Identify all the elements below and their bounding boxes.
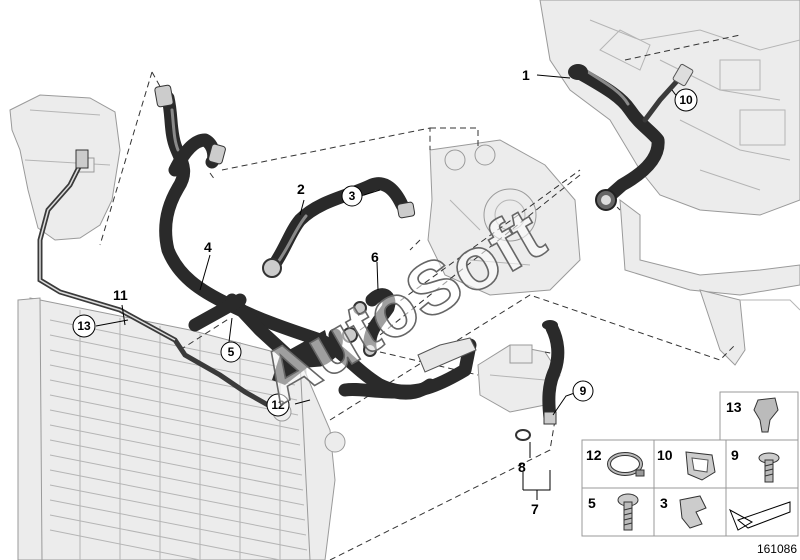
callout-5: 5 [228, 345, 235, 359]
callout-4: 4 [204, 239, 212, 255]
callout-11: 11 [113, 287, 128, 303]
clip-3-icon [679, 495, 707, 529]
connector-10 [642, 63, 694, 123]
clip-13-icon [753, 397, 779, 433]
hose-clamp-12-icon [607, 452, 645, 477]
hose-2 [262, 177, 416, 278]
callout-13: 13 [77, 319, 91, 333]
legend-label-13: 13 [726, 399, 742, 415]
pipe-11 [37, 149, 271, 408]
callout-3-circle: 3 [341, 185, 363, 207]
callout-9: 9 [580, 384, 587, 398]
callout-10-circle: 10 [674, 88, 698, 112]
callout-12: 12 [271, 398, 285, 412]
callout-1: 1 [522, 67, 530, 83]
engine-block [539, 0, 800, 366]
legend-label-3: 3 [660, 495, 668, 511]
arrow-icon [729, 501, 791, 531]
hose-1 [568, 64, 665, 211]
legend-label-12: 12 [586, 447, 602, 463]
hose-6 [353, 288, 396, 357]
expansion-tank [9, 94, 121, 241]
thermostat-housing [427, 139, 581, 296]
legend-label-10: 10 [657, 447, 673, 463]
callout-2: 2 [297, 181, 305, 197]
diagram-number: 161086 [757, 542, 797, 556]
legend-label-5: 5 [588, 495, 596, 511]
bolt-5-icon [617, 493, 639, 531]
screw-9-icon [758, 452, 780, 483]
callout-8: 8 [518, 459, 526, 475]
callout-12-circle: 12 [266, 393, 290, 417]
callout-5-circle: 5 [220, 341, 242, 363]
callout-13-circle: 13 [72, 314, 96, 338]
hoses [37, 63, 694, 441]
thermostat-pipe [417, 337, 477, 373]
callout-10: 10 [679, 93, 693, 107]
callout-9-circle: 9 [572, 380, 594, 402]
clamp-10-icon [685, 451, 716, 481]
legend-label-9: 9 [731, 447, 739, 463]
hose-4 [154, 84, 477, 400]
callouts: 1 2 3 4 5 6 7 8 9 10 11 12 13 [72, 67, 698, 517]
callout-7: 7 [531, 501, 539, 517]
radiator-fins [49, 310, 308, 560]
parts-legend: 13 12 10 9 5 3 [581, 391, 799, 537]
callout-3: 3 [349, 189, 356, 203]
callout-6: 6 [371, 249, 379, 265]
